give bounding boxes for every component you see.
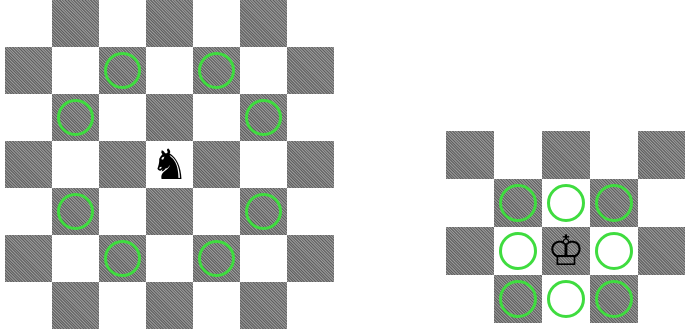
dark-square (287, 47, 334, 94)
move-target-ring[interactable] (245, 99, 282, 136)
move-target-ring[interactable] (198, 240, 235, 277)
dark-square (193, 141, 240, 188)
dark-square (146, 188, 193, 235)
move-target-ring[interactable] (595, 280, 633, 318)
move-target-ring[interactable] (198, 52, 235, 89)
dark-square (52, 282, 99, 329)
dark-square (5, 235, 52, 282)
king-moves-board: ♔ (446, 131, 685, 329)
move-target-ring[interactable] (595, 232, 633, 270)
move-target-ring[interactable] (547, 280, 585, 318)
move-target-ring[interactable] (245, 193, 282, 230)
dark-square (240, 282, 287, 329)
move-target-ring[interactable] (104, 240, 141, 277)
dark-square (638, 131, 685, 179)
move-target-ring[interactable] (547, 184, 585, 222)
dark-square (5, 141, 52, 188)
king-piece-icon[interactable]: ♔ (542, 227, 590, 275)
move-target-ring[interactable] (499, 184, 537, 222)
move-target-ring[interactable] (595, 184, 633, 222)
dark-square (99, 141, 146, 188)
move-target-ring[interactable] (499, 280, 537, 318)
dark-square (146, 94, 193, 141)
dark-square (287, 141, 334, 188)
knight-moves-board: ♞ (5, 0, 334, 329)
move-target-ring[interactable] (57, 99, 94, 136)
dark-square (287, 235, 334, 282)
dark-square (542, 131, 590, 179)
dark-square (146, 282, 193, 329)
move-target-ring[interactable] (499, 232, 537, 270)
knight-piece-icon[interactable]: ♞ (146, 141, 193, 188)
move-target-ring[interactable] (104, 52, 141, 89)
move-target-ring[interactable] (57, 193, 94, 230)
dark-square (146, 0, 193, 47)
dark-square (5, 47, 52, 94)
dark-square (446, 131, 494, 179)
dark-square (446, 227, 494, 275)
dark-square (240, 0, 287, 47)
dark-square (638, 227, 685, 275)
dark-square (52, 0, 99, 47)
